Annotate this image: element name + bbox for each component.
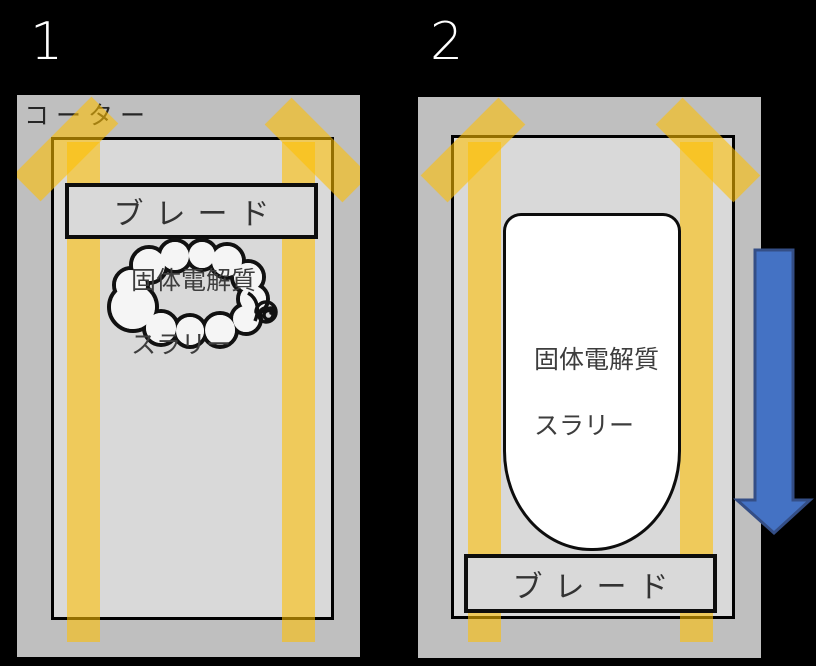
slurry-text-2-line2: スラリー — [534, 412, 635, 440]
down-arrow-icon — [733, 248, 814, 536]
panel-2-content: 固体電解質 スラリー ブレード — [418, 97, 761, 658]
cloud-tail-curve — [247, 291, 260, 322]
slurry-text-2-line1: 固体電解質 — [534, 346, 660, 374]
slurry-text-1: 固体電解質 スラリー — [131, 265, 256, 361]
step-number-1: 1 — [30, 12, 64, 72]
blade-label-2: ブレード — [512, 570, 681, 604]
coater-panel-2: 固体電解質 スラリー ブレード — [418, 97, 761, 658]
blade-1: ブレード — [65, 183, 318, 239]
step-number-2: 2 — [430, 12, 464, 72]
coater-panel-1: コーター ブレード — [17, 95, 360, 657]
slurry-thought-cloud-icon — [107, 238, 278, 349]
slurry-text-1-line2: スラリー — [131, 331, 232, 359]
spiral-icon — [254, 300, 278, 324]
slurry-text-2: 固体電解質 スラリー — [534, 344, 659, 443]
coated-slurry-region: 固体電解質 スラリー — [503, 213, 681, 551]
blade-2: ブレード — [464, 554, 717, 613]
slurry-text-1-line1: 固体電解質 — [131, 267, 257, 295]
blade-label-1: ブレード — [113, 198, 282, 231]
